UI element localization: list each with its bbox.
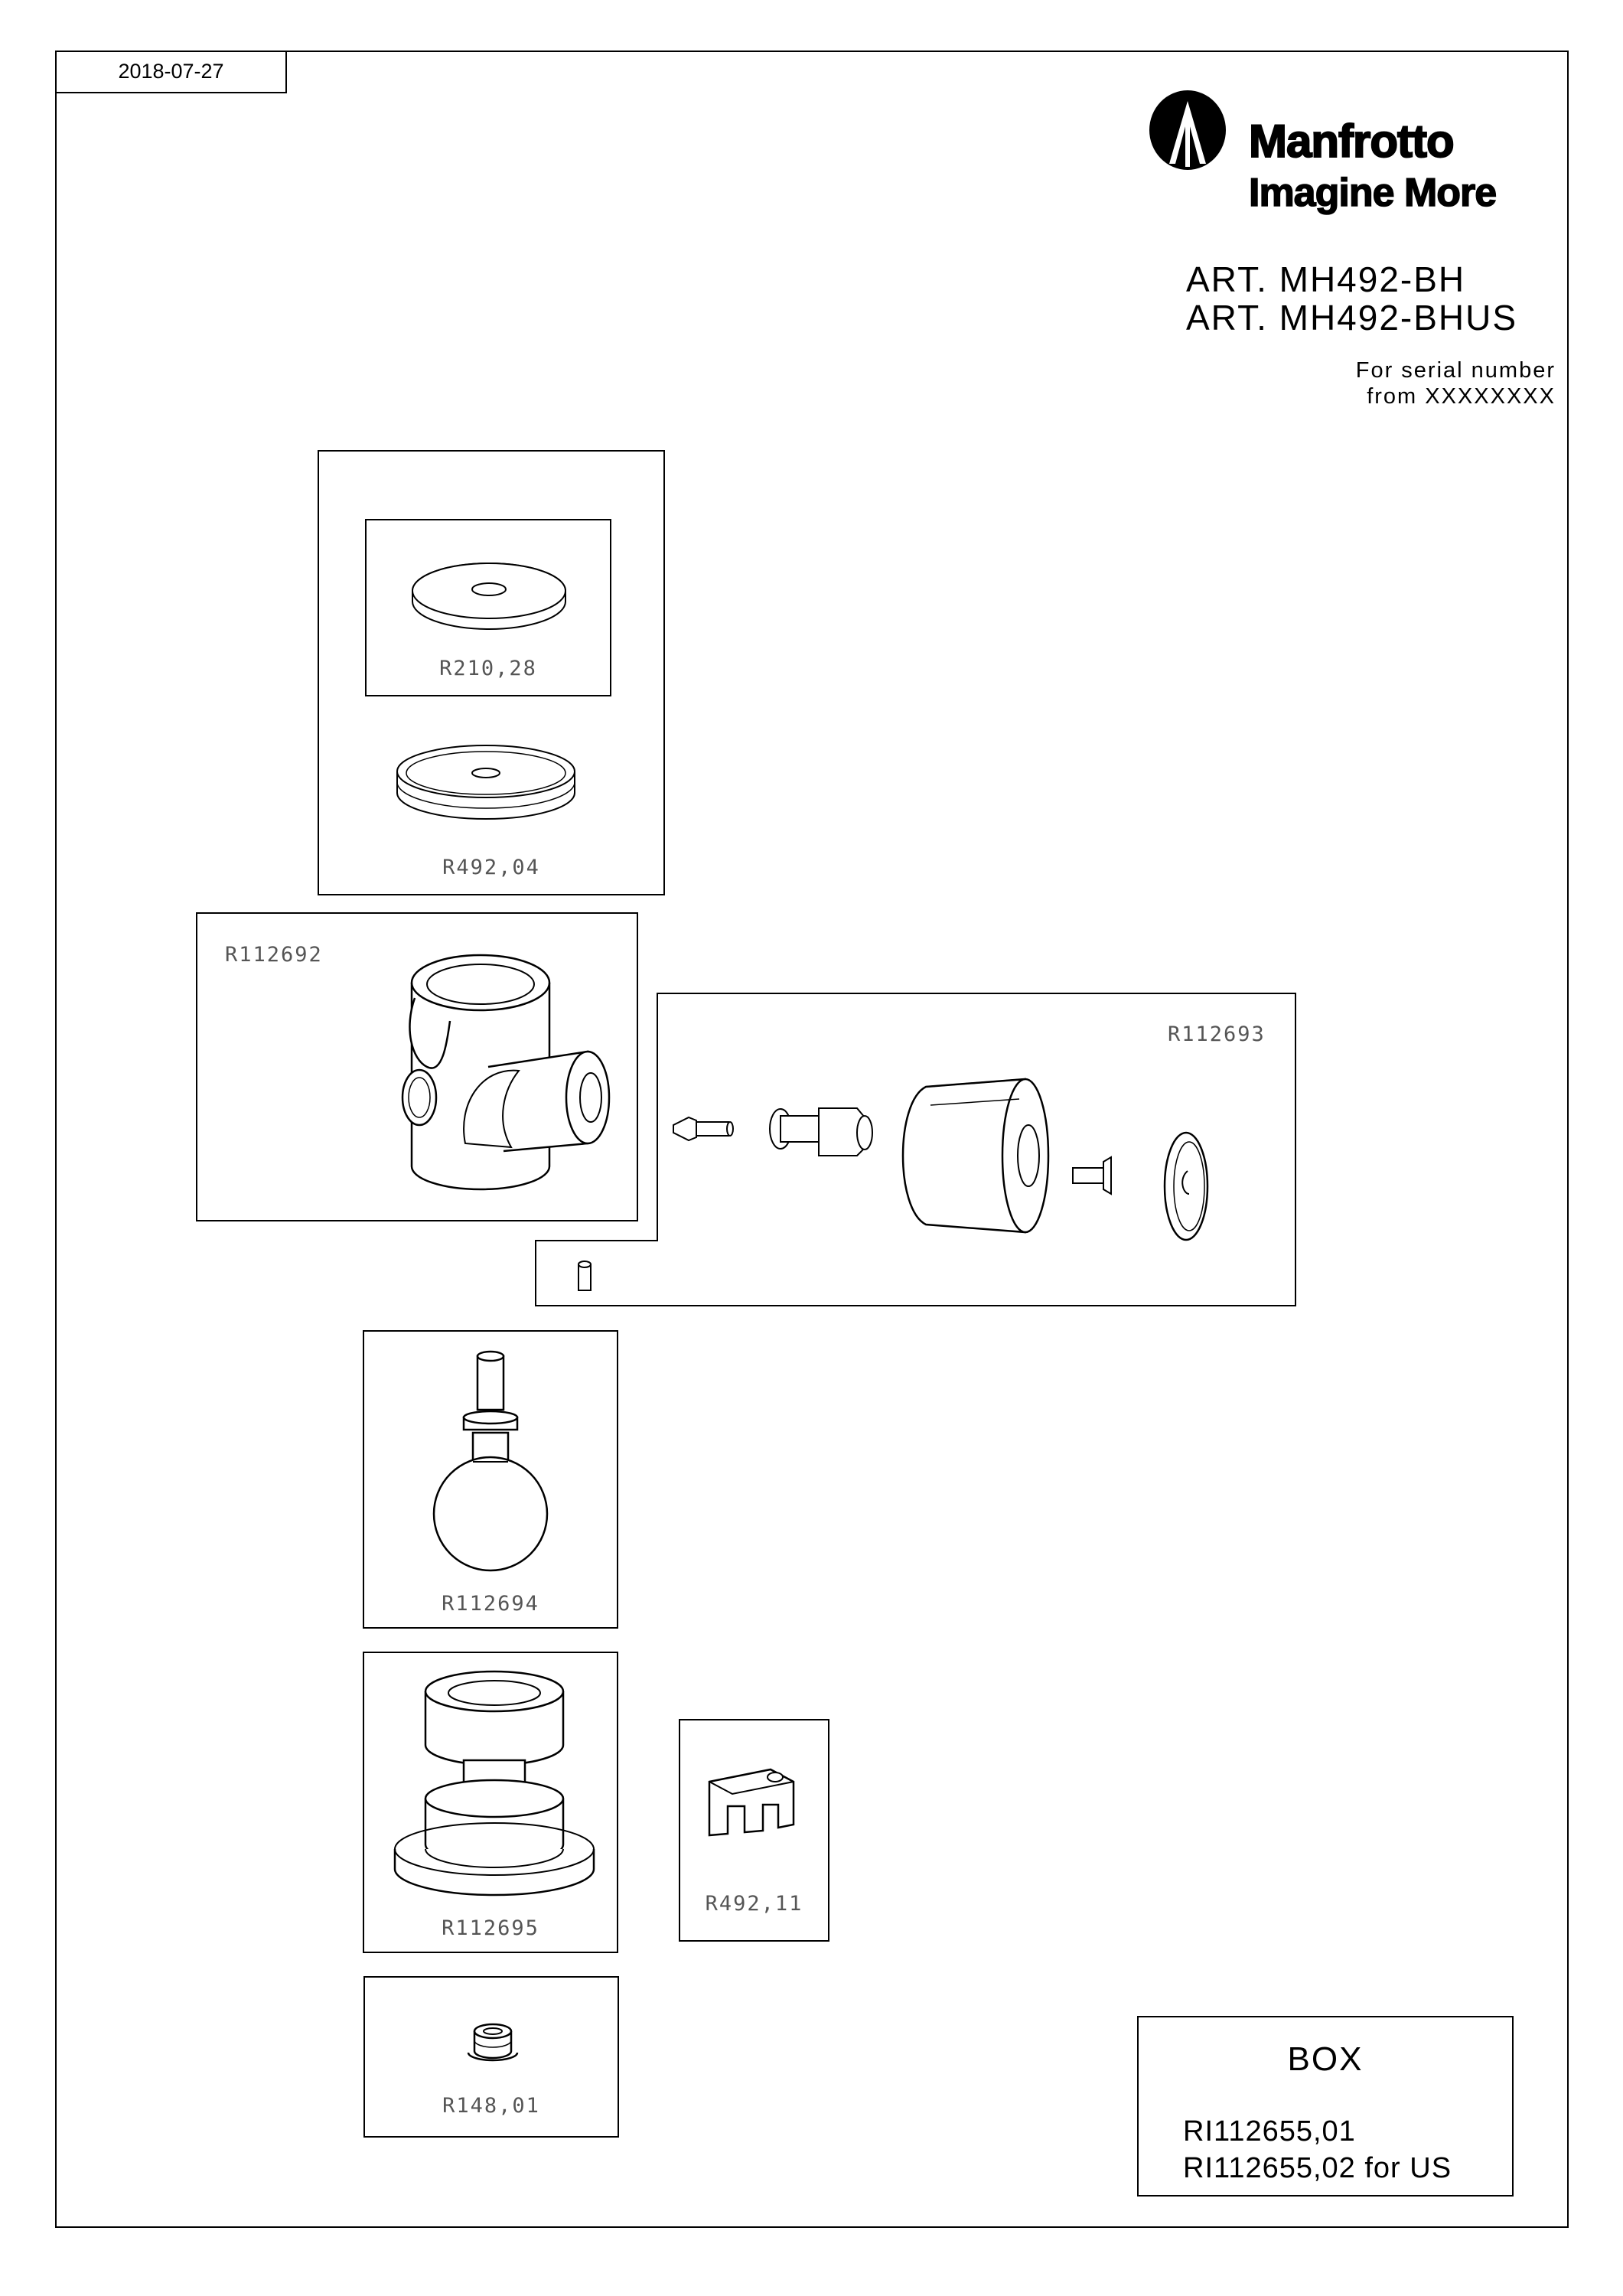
washer-icon [412, 563, 566, 630]
date-text: 2018-07-27 [118, 60, 224, 83]
ball-head-body-icon [401, 954, 611, 1191]
page-frame [55, 51, 1569, 2228]
part-label: R148,01 [442, 2094, 540, 2118]
ball-stud-icon [432, 1350, 549, 1572]
part-label: R112694 [442, 1592, 539, 1616]
serial-line-1: For serial number [1355, 358, 1556, 383]
art-number-2: ART. MH492-BHUS [1186, 298, 1518, 338]
part-box-r210-28[interactable]: R210,28 [365, 519, 611, 696]
part-box-r148-01[interactable]: R148,01 [363, 1976, 619, 2138]
part-box-r112694[interactable]: R112694 [363, 1330, 618, 1629]
mask-join [658, 1238, 1296, 1243]
part-label-r492-04: R492,04 [442, 856, 540, 879]
box-code-2: RI112655,02 for US [1183, 2152, 1452, 2184]
tripod-logo-icon [1149, 90, 1226, 170]
serial-line-2: from XXXXXXXX [1367, 384, 1556, 409]
box-title: BOX [1287, 2040, 1364, 2078]
part-label: R112695 [442, 1916, 539, 1940]
box-code-1: RI112655,01 [1183, 2115, 1356, 2148]
part-label-r112693: R112693 [1168, 1022, 1266, 1046]
box-info-panel: BOX RI112655,01 RI112655,02 for US [1137, 2016, 1514, 2197]
socket-base-icon [393, 1670, 595, 1896]
clip-icon [708, 1768, 795, 1837]
art-number-1: ART. MH492-BH [1186, 259, 1466, 299]
part-box-r112693-extension [535, 1240, 1296, 1306]
manfrotto-logo [1148, 90, 1240, 174]
part-box-r492-11[interactable]: R492,11 [679, 1719, 829, 1942]
brand-tagline: Imagine More [1248, 170, 1498, 216]
date-tab [55, 51, 287, 93]
part-label: R112692 [225, 943, 323, 967]
part-label: R492,11 [705, 1892, 803, 1916]
pin-icon [578, 1261, 592, 1291]
right-edge [1295, 993, 1296, 1306]
brand-name: Manfrotto [1248, 115, 1455, 168]
nut-icon [467, 2023, 519, 2062]
part-box-r112695[interactable]: R112695 [363, 1652, 618, 1953]
part-box-r112692[interactable]: R112692 [196, 912, 638, 1221]
part-label: R210,28 [439, 657, 537, 680]
base-disc-icon [396, 745, 575, 820]
knob-assembly-icon [673, 1078, 1209, 1241]
